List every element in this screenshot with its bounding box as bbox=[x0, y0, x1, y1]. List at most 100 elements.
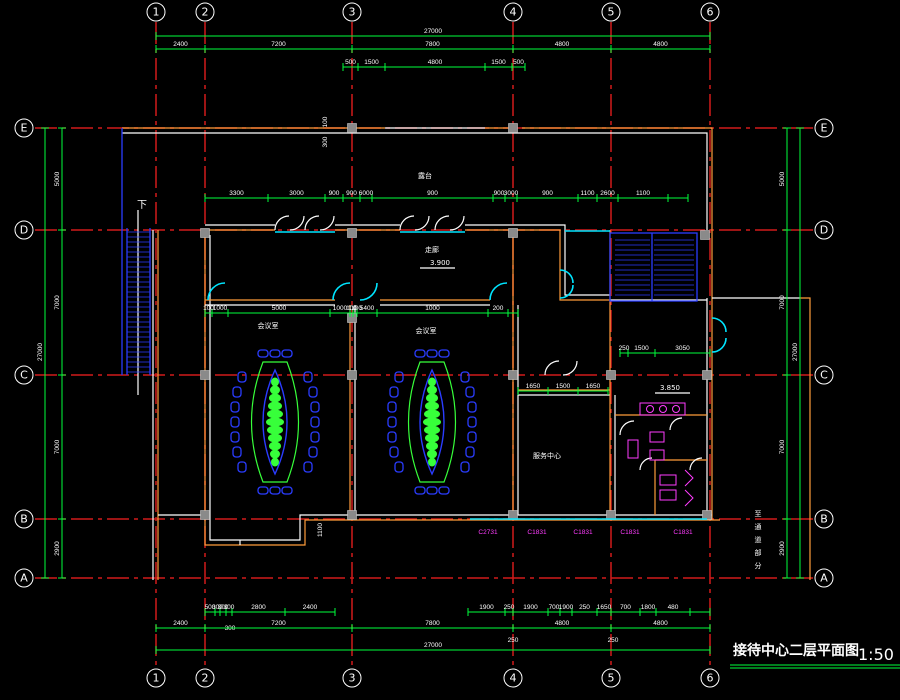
dim-overall-left: 27000 bbox=[37, 343, 44, 361]
column bbox=[347, 123, 357, 133]
grid-bubble-C: C bbox=[14, 365, 34, 385]
dim-label: 7800 bbox=[425, 41, 440, 48]
dim-label: 250 bbox=[579, 604, 590, 611]
label-service-center: 服务中心 bbox=[533, 451, 561, 460]
east-staircase bbox=[609, 232, 698, 302]
dim-label: 2900 bbox=[779, 541, 786, 556]
dim-label: 500 bbox=[345, 59, 356, 66]
wc-2 bbox=[649, 449, 665, 461]
wall-south bbox=[204, 230, 720, 546]
dim-label: 1500 bbox=[556, 383, 571, 390]
plant bbox=[269, 441, 281, 451]
wc-1 bbox=[649, 431, 665, 443]
chair bbox=[230, 401, 240, 413]
dim-label: 6000 bbox=[359, 190, 374, 197]
dim-label: 1800 bbox=[641, 604, 656, 611]
bubble-circle bbox=[14, 568, 34, 588]
plant bbox=[428, 457, 436, 467]
door-swing-service bbox=[544, 360, 578, 376]
chair bbox=[465, 446, 475, 458]
chair bbox=[269, 349, 281, 358]
meeting-table bbox=[387, 349, 477, 495]
plant bbox=[426, 393, 438, 403]
dim-label: 7000 bbox=[779, 439, 786, 454]
dim-label: 1900 bbox=[479, 604, 494, 611]
window-label: C1831 bbox=[673, 529, 693, 536]
grid-bubble-E: E bbox=[814, 118, 834, 138]
dim-label: 1100 bbox=[636, 190, 650, 197]
bubble-circle bbox=[814, 118, 834, 138]
drawing-scale: 1:50 bbox=[858, 645, 894, 664]
toilet-fixtures bbox=[627, 402, 694, 507]
bubble-label: C bbox=[20, 369, 28, 382]
chair bbox=[394, 461, 404, 473]
grid-bubble-3: 3 bbox=[342, 2, 362, 22]
dim-label: 300 bbox=[212, 604, 223, 611]
dim-label: 2400 bbox=[173, 41, 188, 48]
chair bbox=[310, 401, 320, 413]
dim-label: 900 bbox=[494, 190, 505, 197]
bubble-label: E bbox=[21, 122, 28, 135]
sink-3 bbox=[672, 405, 680, 413]
window-label: C2731 bbox=[478, 529, 498, 536]
table-inner bbox=[262, 368, 288, 476]
grid-bubble-C: C bbox=[814, 365, 834, 385]
grid-bubble-B: B bbox=[14, 509, 34, 529]
dim-label: 1100 bbox=[581, 190, 595, 197]
bubble-circle bbox=[342, 668, 362, 688]
column bbox=[200, 370, 210, 380]
grid-bubble-A: A bbox=[814, 568, 834, 588]
dim-label: 7800 bbox=[425, 620, 440, 627]
dim-wall-3: 1100 bbox=[317, 523, 324, 537]
title-block: 接待中心二层平面图 1:50 bbox=[730, 642, 900, 669]
wall-east-annex bbox=[800, 297, 811, 580]
dim-label: 250 bbox=[619, 345, 630, 352]
grid-bubble-6: 6 bbox=[700, 668, 720, 688]
dim-label: 4800 bbox=[555, 620, 570, 627]
bubble-label: E bbox=[821, 122, 828, 135]
table-inner bbox=[419, 368, 445, 476]
plant bbox=[424, 425, 440, 435]
chair bbox=[394, 371, 404, 383]
column bbox=[606, 370, 616, 380]
door-swing-5 bbox=[489, 282, 508, 301]
dim-bottom-mid-2: 250 bbox=[608, 637, 619, 644]
label-terrace: 露台 bbox=[418, 171, 432, 180]
chair bbox=[387, 431, 397, 443]
corridor-wall-3 bbox=[465, 229, 610, 301]
plant bbox=[424, 409, 440, 419]
dim-label: 7000 bbox=[54, 439, 61, 454]
bubble-circle bbox=[700, 2, 720, 22]
chair bbox=[438, 486, 450, 495]
sink-counter bbox=[639, 402, 686, 416]
column bbox=[347, 228, 357, 238]
grid-bubble-4: 4 bbox=[503, 2, 523, 22]
side-note-char: 道 bbox=[755, 535, 762, 544]
dim-label: 5000 bbox=[54, 171, 61, 186]
dim-label: 7200 bbox=[271, 620, 286, 627]
dim-label: 700 bbox=[549, 604, 560, 611]
dim-label: 4800 bbox=[653, 41, 668, 48]
grid-bubble-A: A bbox=[14, 568, 34, 588]
door-swing-3 bbox=[207, 282, 226, 301]
dim-label: 1000 bbox=[213, 305, 228, 312]
chair bbox=[232, 446, 242, 458]
bubble-label: 6 bbox=[707, 6, 714, 19]
chair bbox=[438, 349, 450, 358]
plant bbox=[428, 377, 436, 387]
grid-bubble-1: 1 bbox=[146, 668, 166, 688]
sink-1 bbox=[646, 405, 654, 413]
grid-bubble-E: E bbox=[14, 118, 34, 138]
dim-label: 7000 bbox=[54, 295, 61, 310]
plant bbox=[268, 433, 282, 443]
bubble-circle bbox=[503, 2, 523, 22]
table-outline bbox=[250, 361, 300, 483]
bubble-label: 4 bbox=[510, 6, 517, 19]
dim-label: 1500 bbox=[634, 345, 649, 352]
bubble-label: 2 bbox=[202, 672, 209, 685]
bubble-label: C bbox=[820, 369, 828, 382]
chair bbox=[230, 416, 240, 428]
plant bbox=[271, 457, 279, 467]
